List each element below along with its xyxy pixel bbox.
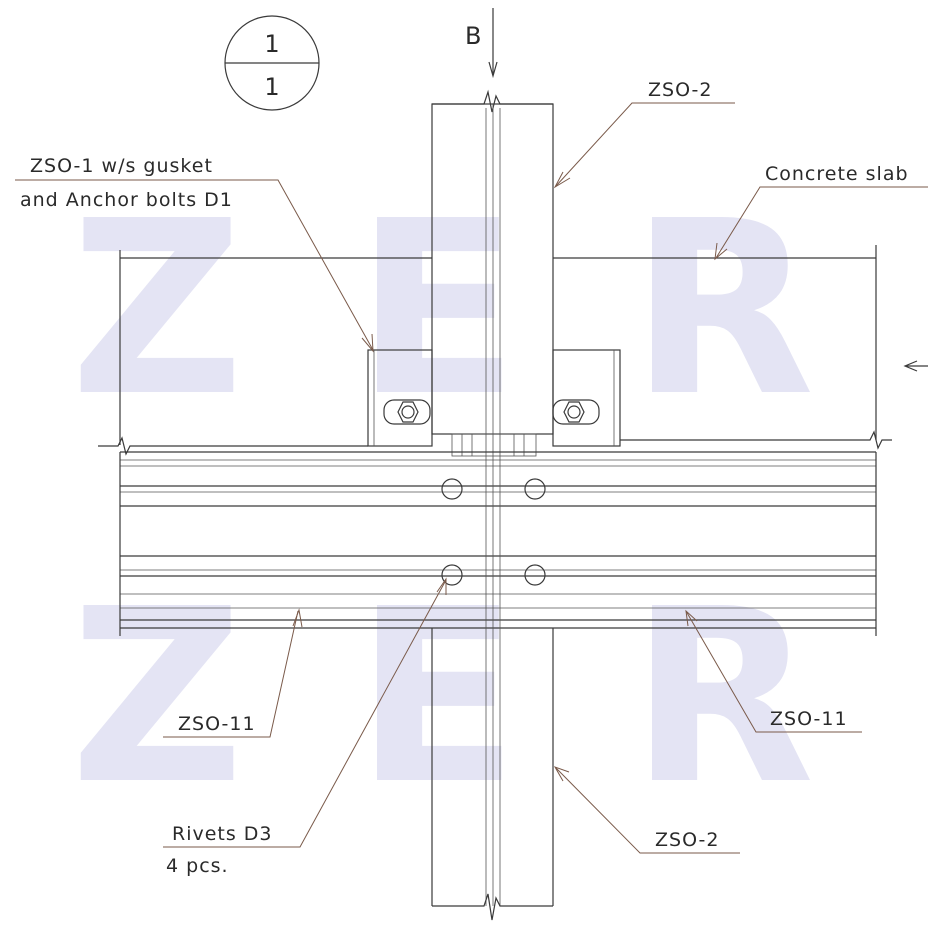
leader-zso11-left bbox=[163, 610, 299, 738]
leader-zso11-right-arrow bbox=[685, 609, 698, 627]
section-number-bottom: 1 bbox=[264, 73, 279, 101]
anchor-bolt-right-shank bbox=[567, 405, 581, 419]
anchor-bolt-left bbox=[383, 399, 431, 425]
anchor-bolt-left-washer bbox=[383, 399, 431, 425]
leader-zso1-arrow bbox=[361, 333, 374, 353]
concrete-slab bbox=[98, 245, 892, 456]
anchor-bolt-left-shank bbox=[401, 405, 415, 419]
view-marker-arrow bbox=[488, 61, 498, 79]
leader-zso2-bottom-arrow bbox=[553, 766, 570, 782]
leader-lines bbox=[15, 102, 928, 854]
leader-zso1 bbox=[15, 179, 374, 351]
slab-break-right bbox=[620, 430, 892, 450]
gusset-left bbox=[367, 349, 433, 447]
label-zso1-line2: and Anchor bolts D1 bbox=[20, 189, 233, 211]
slab-break-left bbox=[98, 436, 368, 456]
label-concrete-slab: Concrete slab bbox=[765, 163, 909, 185]
watermark-letter-z: Z bbox=[70, 169, 244, 449]
side-arrow bbox=[903, 360, 928, 372]
upper-break-line bbox=[432, 89, 553, 113]
callout-labels: ZSO-2 Concrete slab ZSO-1 w/s gusket and… bbox=[20, 79, 909, 877]
label-zso2-bottom: ZSO-2 bbox=[655, 829, 720, 851]
base-plate bbox=[451, 433, 537, 457]
leader-concrete-slab bbox=[715, 186, 928, 259]
leader-zso2-top bbox=[555, 102, 735, 187]
rivet bbox=[524, 564, 546, 586]
section-number-top: 1 bbox=[264, 30, 279, 58]
lower-break-line bbox=[432, 893, 553, 921]
anchor-bolt-right-nut bbox=[563, 401, 585, 423]
leader-rivets-arrow bbox=[436, 577, 447, 595]
anchor-bolt-right-washer bbox=[552, 399, 600, 425]
anchor-bolt-left-nut bbox=[397, 401, 419, 423]
leader-zso11-left-arrow bbox=[292, 608, 303, 628]
leader-zso2-bottom bbox=[555, 767, 740, 854]
horizontal-beam bbox=[119, 451, 877, 636]
leader-zso11-right bbox=[685, 610, 862, 733]
leader-concrete-slab-arrow bbox=[714, 242, 728, 261]
watermark-letter-e-2: E bbox=[355, 557, 519, 837]
leader-zso2-top-arrow bbox=[553, 171, 571, 189]
gusset-right bbox=[552, 349, 621, 447]
watermark-letter-e: E bbox=[355, 169, 519, 449]
label-zso11-left: ZSO-11 bbox=[178, 713, 256, 735]
watermark-letter-r-2: R bbox=[630, 557, 815, 837]
rivet bbox=[441, 478, 463, 500]
gusset-plates bbox=[367, 349, 621, 457]
label-zso11-right: ZSO-11 bbox=[770, 708, 848, 730]
anchor-bolt-right bbox=[552, 399, 600, 425]
rivet bbox=[441, 564, 463, 586]
label-rivets-line1: Rivets D3 bbox=[172, 823, 273, 845]
watermark-letter-z-2: Z bbox=[70, 557, 244, 837]
label-rivets-line2: 4 pcs. bbox=[166, 855, 229, 877]
rivet bbox=[524, 478, 546, 500]
watermark-letter-r: R bbox=[630, 169, 815, 449]
leader-rivets bbox=[163, 579, 447, 848]
view-marker: B bbox=[465, 8, 498, 79]
lower-column bbox=[431, 460, 554, 921]
section-symbol: 1 1 bbox=[224, 15, 320, 111]
label-zso1-line1: ZSO-1 w/s gusket bbox=[30, 155, 213, 177]
view-marker-label: B bbox=[465, 22, 481, 50]
rivets bbox=[441, 478, 546, 586]
label-zso2-top: ZSO-2 bbox=[648, 79, 713, 101]
